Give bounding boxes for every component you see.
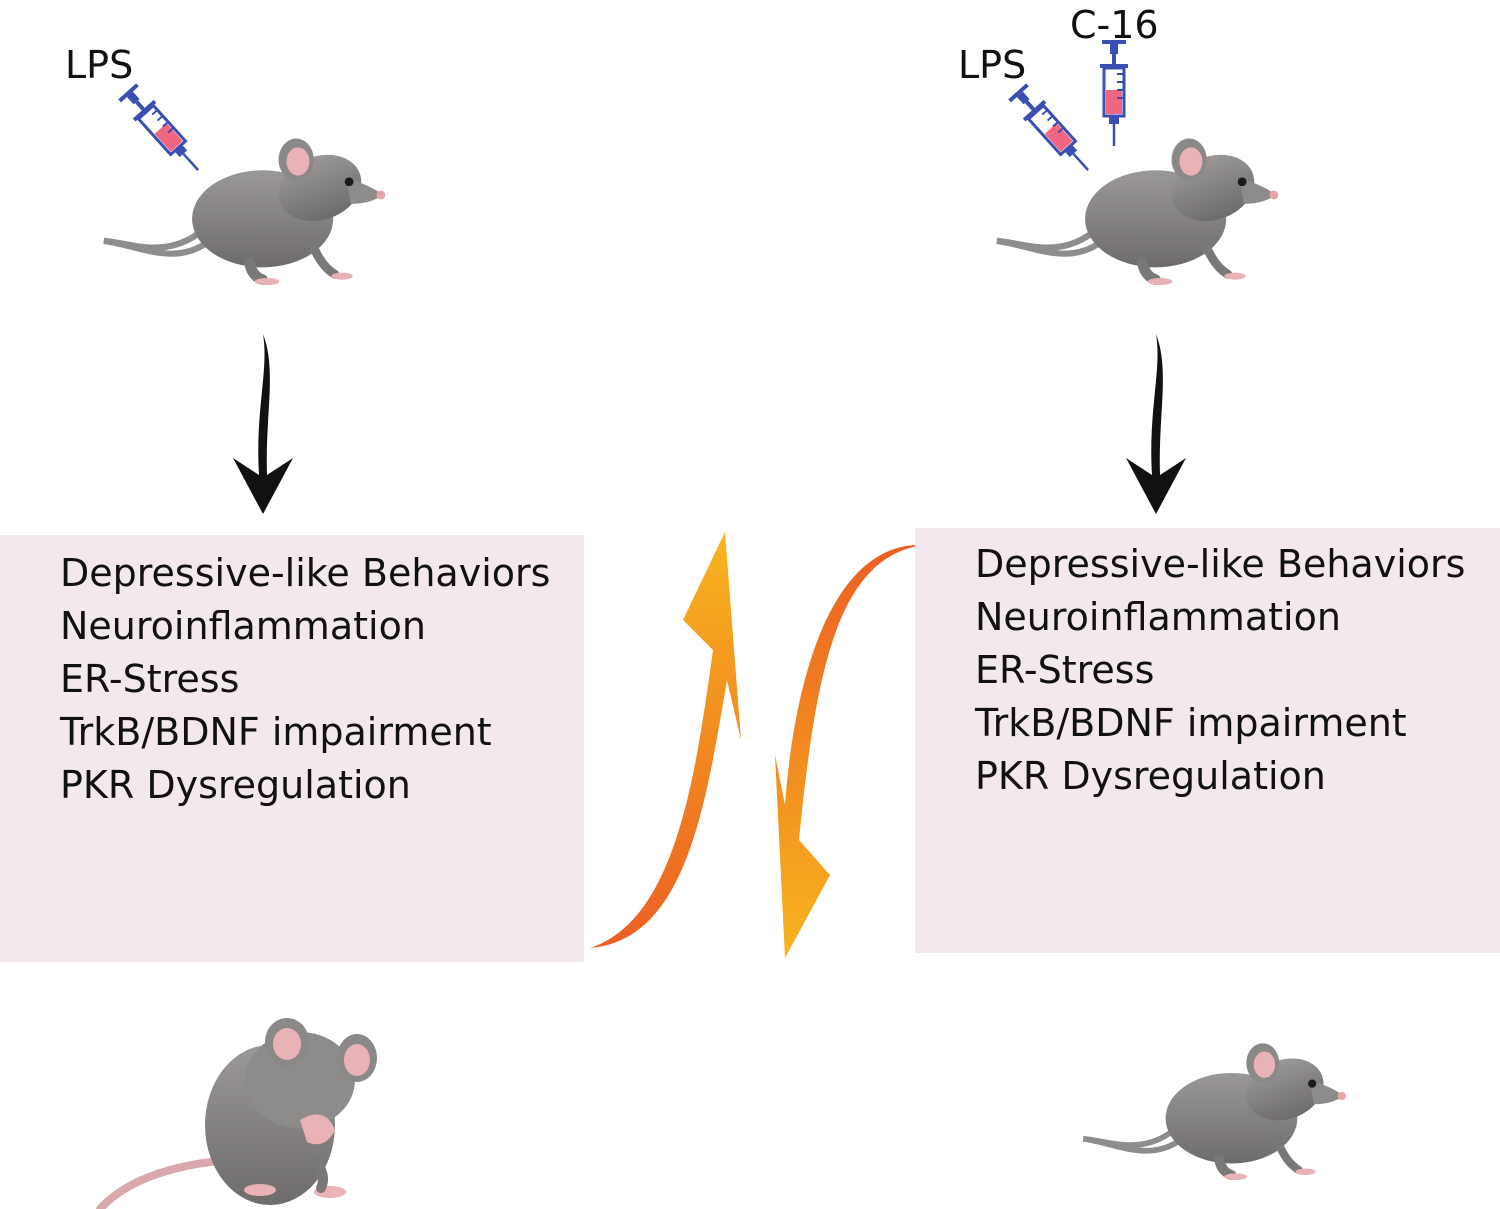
left-top-mouse-image [95,130,395,290]
left-outcomes-panel: Depressive-like Behaviors Neuroinflammat… [0,535,584,962]
right-injection-label-lps: LPS [958,43,1027,87]
left-outcome-item: PKR Dysregulation [60,763,411,807]
right-outcome-item: Depressive-like Behaviors [975,542,1466,586]
depressed-mouse-image [96,1018,377,1209]
left-outcomes-list: Depressive-like Behaviors Neuroinflammat… [60,547,550,812]
right-outcome-item: TrkB/BDNF impairment [975,701,1407,745]
right-outcome-item: Neuroinflammation [975,595,1341,639]
right-top-mouse-image [988,130,1288,290]
healthy-mouse-image [1075,1030,1355,1190]
up-flow-arrow-icon [590,532,741,948]
left-outcome-item: ER-Stress [60,657,240,701]
right-outcome-item: ER-Stress [975,648,1155,692]
right-outcomes-panel: Depressive-like Behaviors Neuroinflammat… [915,528,1500,953]
left-outcome-item: Depressive-like Behaviors [60,551,551,595]
left-outcome-item: TrkB/BDNF impairment [60,710,492,754]
right-c16-syringe-icon [1098,38,1130,148]
right-outcomes-list: Depressive-like Behaviors Neuroinflammat… [975,538,1465,803]
right-outcome-item: PKR Dysregulation [975,754,1326,798]
right-down-arrow-icon [1126,334,1186,514]
right-injection-label-c16: C-16 [1070,3,1159,47]
down-flow-arrow-icon [775,544,925,958]
left-down-arrow-icon [233,334,293,514]
left-injection-label: LPS [65,43,134,87]
flow-arrows-icon [590,532,925,958]
left-outcome-item: Neuroinflammation [60,604,426,648]
